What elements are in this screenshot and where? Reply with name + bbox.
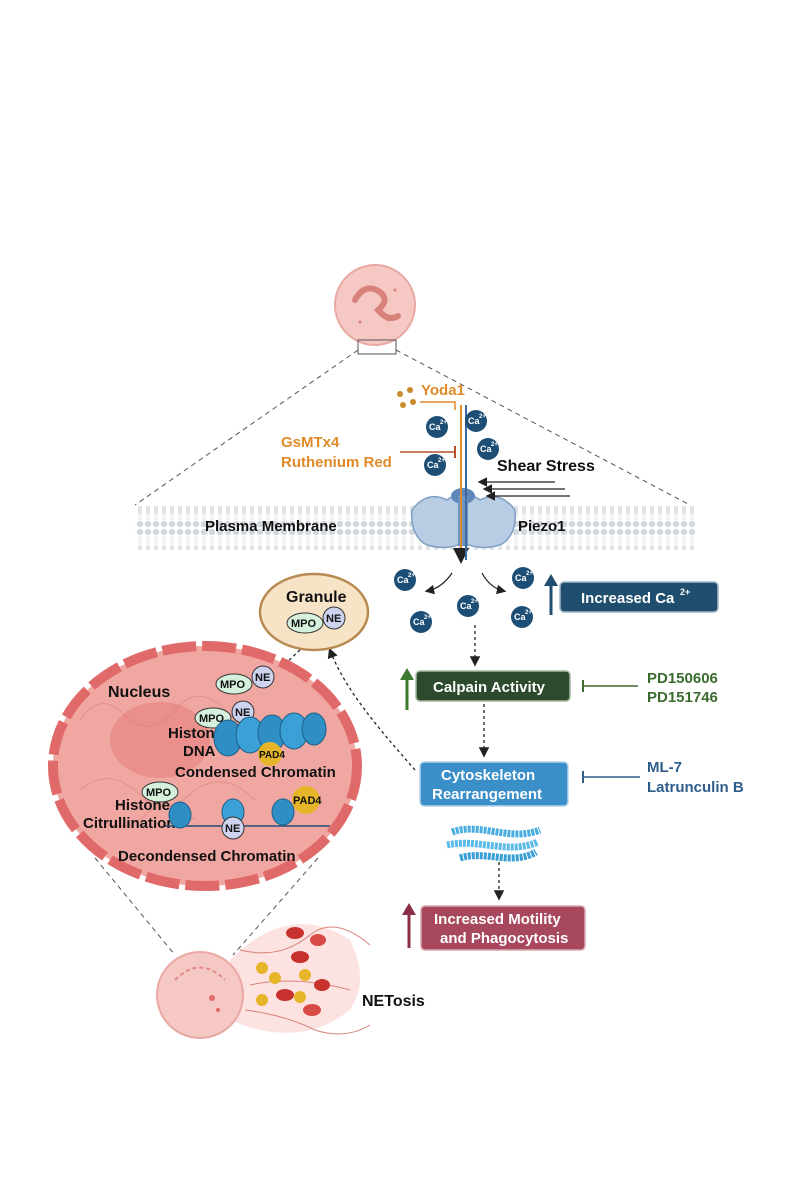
gsmtx4-label: GsMTx4 <box>281 434 340 451</box>
increased-motility-box: Increased Motility and Phagocytosis <box>402 903 586 951</box>
pd150606-label: PD150606 <box>647 670 718 687</box>
svg-text:MPO: MPO <box>199 713 225 725</box>
svg-text:PAD4: PAD4 <box>259 750 285 761</box>
piezo1-label: Piezo1 <box>518 518 566 535</box>
svg-text:MPO: MPO <box>291 618 317 630</box>
arrow-cytoskeleton-to-granule <box>327 647 416 771</box>
plasma-membrane-label: Plasma Membrane <box>205 518 337 535</box>
pad4-enzyme: PAD4 <box>292 786 322 814</box>
cytoskeleton-label-1: Cytoskeleton <box>441 767 535 784</box>
svg-text:NE: NE <box>225 823 240 835</box>
ne-protein: NE <box>221 816 245 840</box>
netosis-cell: NETosis <box>156 924 425 1039</box>
decondensed-chromatin-label: Decondensed Chromatin <box>118 848 296 865</box>
netosis-label: NETosis <box>362 993 425 1010</box>
ne-protein: NE <box>251 665 275 689</box>
svg-text:Ca: Ca <box>460 601 472 611</box>
cytoskeleton-inhibitors: ML-7 Latrunculin B <box>582 759 744 796</box>
condensed-histones <box>213 712 327 757</box>
condensed-chromatin-label: Condensed Chromatin <box>175 764 336 781</box>
svg-text:Ca: Ca <box>413 617 425 627</box>
svg-text:Ca: Ca <box>468 416 480 426</box>
svg-text:NE: NE <box>255 672 270 684</box>
cytoskeleton-label-2: Rearrangement <box>432 786 542 803</box>
motility-label-2: and Phagocytosis <box>440 930 568 947</box>
svg-text:Ca: Ca <box>429 422 441 432</box>
svg-text:Ca: Ca <box>515 573 527 583</box>
citrullination-label: Citrullination <box>83 815 176 832</box>
piezo-inhibitors: GsMTx4 Ruthenium Red <box>281 434 456 471</box>
svg-text:PAD4: PAD4 <box>293 795 322 807</box>
zoom-region-box <box>357 339 397 355</box>
granule-label: Granule <box>286 589 347 606</box>
svg-text:MPO: MPO <box>146 787 172 799</box>
mpo-protein: MPO <box>286 612 324 634</box>
zoom-line-nucleus-right <box>232 857 319 956</box>
dna-label: DNA <box>183 743 216 760</box>
nucleus-label: Nucleus <box>108 684 170 701</box>
svg-text:2+: 2+ <box>491 442 498 448</box>
svg-text:2+: 2+ <box>471 599 478 605</box>
svg-text:2+: 2+ <box>424 615 431 621</box>
svg-text:2+: 2+ <box>526 571 533 577</box>
svg-text:2+: 2+ <box>525 610 532 616</box>
svg-text:NE: NE <box>326 613 341 625</box>
nucleus: Nucleus MPO NE MPO NE Histones DNA PAD4 … <box>48 641 362 891</box>
neutrophil-cell-top <box>334 264 416 355</box>
calpain-inhibitors: PD150606 PD151746 <box>582 670 718 706</box>
zoom-line-left <box>134 349 359 506</box>
svg-text:2+: 2+ <box>479 414 486 420</box>
zoom-line-nucleus-left <box>94 857 176 956</box>
increased-calcium-sup: 2+ <box>680 587 690 597</box>
cytoskeleton-rearrangement-box: Cytoskeleton Rearrangement <box>419 761 569 807</box>
yoda1-agonist: Yoda1 <box>397 382 469 564</box>
shear-stress: Shear Stress <box>477 458 595 501</box>
increased-calcium-box: Increased Ca 2+ <box>544 574 719 615</box>
svg-text:Ca: Ca <box>397 575 409 585</box>
latrunculin-label: Latrunculin B <box>647 779 744 796</box>
motility-label-1: Increased Motility <box>434 911 561 928</box>
zoom-line-right <box>395 349 691 506</box>
shear-stress-label: Shear Stress <box>497 458 595 475</box>
yoda1-label: Yoda1 <box>421 382 465 399</box>
ne-protein: NE <box>322 606 346 630</box>
calpain-activity-label: Calpain Activity <box>433 679 546 696</box>
svg-text:NE: NE <box>235 707 250 719</box>
granule: Granule MPO NE <box>258 572 370 652</box>
mpo-protein: MPO <box>141 781 179 803</box>
piezo1-channel <box>411 488 516 549</box>
svg-text:Ca: Ca <box>480 444 492 454</box>
svg-text:Ca: Ca <box>514 612 526 622</box>
svg-text:2+: 2+ <box>408 573 415 579</box>
calpain-activity-box: Calpain Activity <box>400 668 571 710</box>
actin-filaments <box>446 825 542 862</box>
pad4-enzyme: PAD4 <box>258 742 285 766</box>
svg-text:MPO: MPO <box>220 679 246 691</box>
svg-text:Ca: Ca <box>427 460 439 470</box>
mpo-protein: MPO <box>215 673 253 695</box>
ruthenium-red-label: Ruthenium Red <box>281 454 392 471</box>
pd151746-label: PD151746 <box>647 689 718 706</box>
svg-text:2+: 2+ <box>440 420 447 426</box>
svg-text:2+: 2+ <box>438 458 445 464</box>
ml7-label: ML-7 <box>647 759 682 776</box>
increased-calcium-label: Increased Ca <box>581 590 675 607</box>
histone-label: Histone <box>115 797 170 814</box>
